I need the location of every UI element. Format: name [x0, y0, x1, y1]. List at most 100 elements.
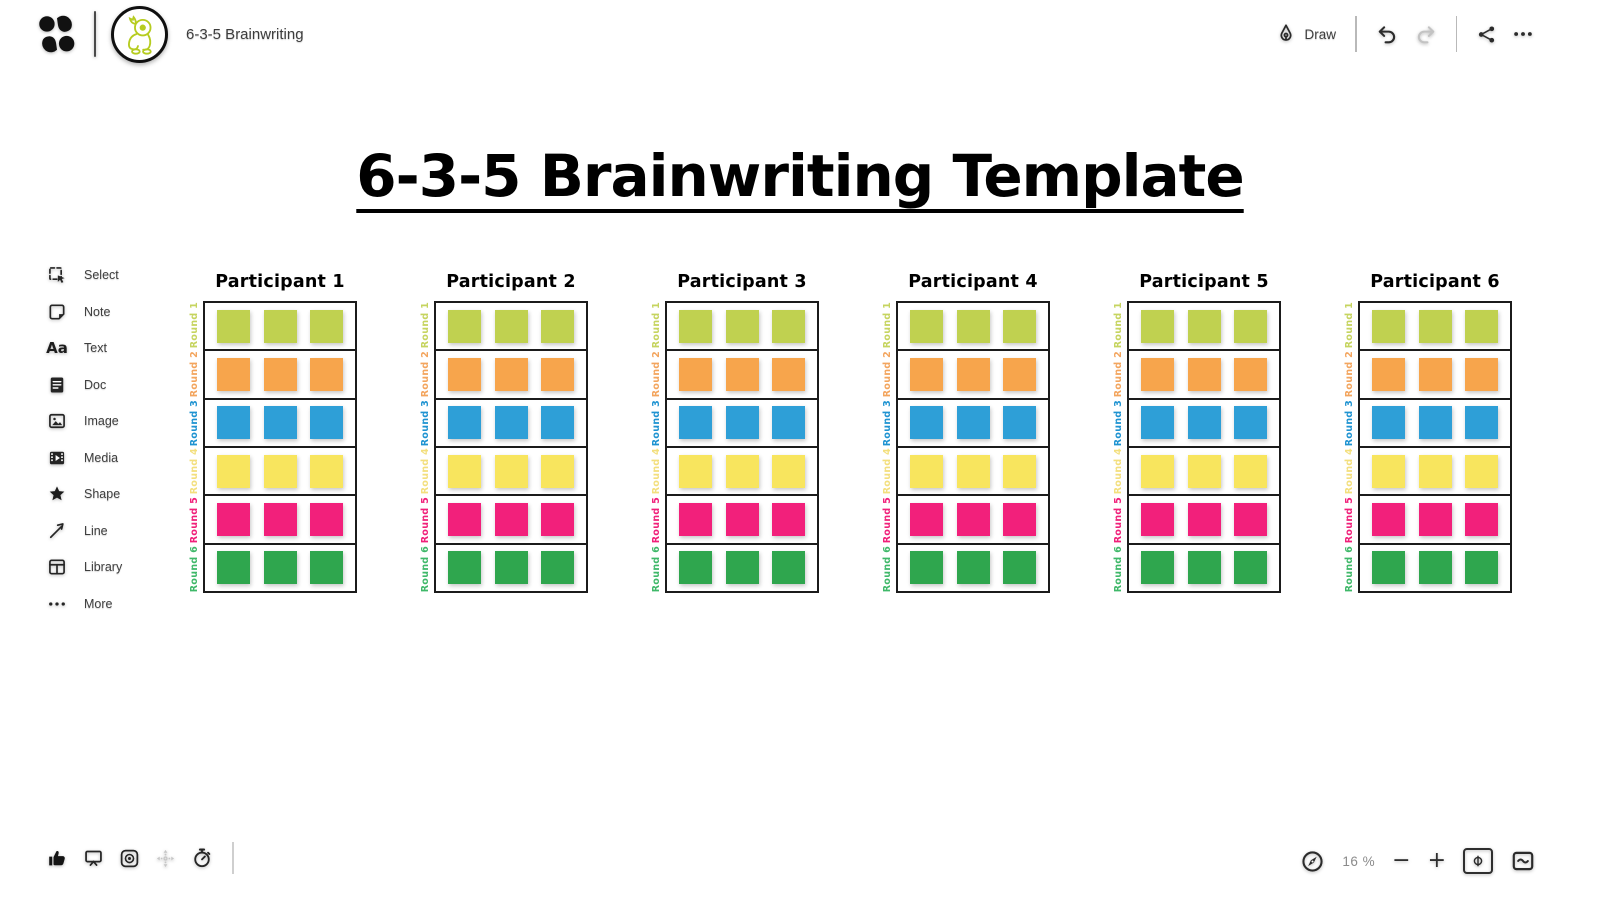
sticky-note[interactable]: [1141, 502, 1174, 536]
round-label[interactable]: Round 5: [1113, 496, 1124, 544]
sticky-note[interactable]: [1465, 551, 1498, 585]
sticky-note[interactable]: [1003, 406, 1036, 440]
draw-button[interactable]: Draw: [1275, 23, 1336, 45]
sticky-note[interactable]: [217, 551, 250, 585]
timer-icon[interactable]: [191, 847, 213, 869]
sticky-note[interactable]: [1234, 551, 1267, 585]
sticky-note[interactable]: [541, 309, 574, 343]
round-label[interactable]: Round 4: [1344, 448, 1355, 495]
sticky-note[interactable]: [1187, 454, 1221, 488]
sticky-note[interactable]: [1418, 454, 1452, 488]
sticky-note[interactable]: [1187, 551, 1221, 585]
fit-to-screen-button[interactable]: [1463, 848, 1493, 874]
round-label[interactable]: Round 3: [1113, 399, 1124, 446]
sticky-note[interactable]: [956, 309, 990, 343]
sticky-note[interactable]: [310, 454, 343, 488]
sticky-note[interactable]: [1372, 309, 1405, 343]
sticky-note[interactable]: [679, 406, 712, 440]
minimap-icon[interactable]: [1510, 848, 1536, 874]
sticky-note[interactable]: [310, 309, 343, 343]
sticky-note[interactable]: [956, 357, 990, 391]
thumbs-up-icon[interactable]: [46, 847, 68, 869]
sticky-note[interactable]: [1372, 502, 1405, 536]
sticky-note[interactable]: [772, 357, 805, 391]
sticky-note[interactable]: [310, 551, 343, 585]
sticky-note[interactable]: [910, 357, 943, 391]
sticky-note[interactable]: [772, 502, 805, 536]
sticky-note[interactable]: [1003, 551, 1036, 585]
sticky-note[interactable]: [310, 502, 343, 536]
sticky-note[interactable]: [1003, 309, 1036, 343]
sticky-note[interactable]: [263, 406, 297, 440]
sticky-note[interactable]: [310, 406, 343, 440]
round-label[interactable]: Round 6: [189, 545, 200, 592]
sticky-note[interactable]: [910, 502, 943, 536]
round-label[interactable]: Round 5: [189, 496, 200, 544]
zoom-out-button[interactable]: −: [1392, 848, 1411, 873]
participant-grid[interactable]: [665, 301, 819, 593]
sticky-note[interactable]: [956, 406, 990, 440]
round-label[interactable]: Round 2: [420, 350, 431, 398]
participant-header[interactable]: Participant 3: [677, 272, 807, 292]
sticky-note[interactable]: [1234, 406, 1267, 440]
sidebar-item-library[interactable]: Library: [46, 556, 122, 578]
sticky-note[interactable]: [541, 502, 574, 536]
round-label[interactable]: Round 5: [882, 496, 893, 544]
participant-grid[interactable]: [434, 301, 588, 593]
sticky-note[interactable]: [910, 406, 943, 440]
milanote-logo-icon[interactable]: [36, 13, 78, 55]
sticky-note[interactable]: [1234, 309, 1267, 343]
sticky-note[interactable]: [1465, 309, 1498, 343]
round-label[interactable]: Round 4: [882, 448, 893, 495]
participant-grid[interactable]: [1358, 301, 1512, 593]
round-label[interactable]: Round 3: [882, 399, 893, 446]
round-label[interactable]: Round 5: [1344, 496, 1355, 544]
participant-header[interactable]: Participant 6: [1370, 272, 1500, 292]
round-label[interactable]: Round 6: [1344, 545, 1355, 592]
round-label[interactable]: Round 4: [420, 448, 431, 495]
participant-header[interactable]: Participant 2: [446, 272, 576, 292]
sticky-note[interactable]: [263, 551, 297, 585]
sticky-note[interactable]: [1003, 357, 1036, 391]
sticky-note[interactable]: [1372, 454, 1405, 488]
sticky-note[interactable]: [310, 357, 343, 391]
sticky-note[interactable]: [910, 454, 943, 488]
more-menu-icon[interactable]: [1512, 23, 1534, 45]
zoom-in-button[interactable]: +: [1427, 848, 1446, 873]
sticky-note[interactable]: [1418, 309, 1452, 343]
sidebar-item-doc[interactable]: Doc: [46, 374, 122, 396]
sticky-note[interactable]: [263, 357, 297, 391]
participant-header[interactable]: Participant 1: [215, 272, 345, 292]
sticky-note[interactable]: [725, 454, 759, 488]
round-label[interactable]: Round 5: [420, 496, 431, 544]
sticky-note[interactable]: [1141, 309, 1174, 343]
sidebar-item-note[interactable]: Note: [46, 301, 122, 323]
sticky-note[interactable]: [1141, 551, 1174, 585]
share-icon[interactable]: [1476, 24, 1497, 45]
sticky-note[interactable]: [1234, 357, 1267, 391]
sticky-note[interactable]: [448, 551, 481, 585]
sidebar-item-shape[interactable]: Shape: [46, 483, 122, 505]
sticky-note[interactable]: [725, 309, 759, 343]
sticky-note[interactable]: [1465, 454, 1498, 488]
round-label[interactable]: Round 1: [420, 302, 431, 349]
board-title[interactable]: 6-3-5 Brainwriting: [186, 26, 304, 43]
sticky-note[interactable]: [1372, 357, 1405, 391]
participant-header[interactable]: Participant 4: [908, 272, 1038, 292]
sticky-note[interactable]: [1465, 357, 1498, 391]
round-label[interactable]: Round 6: [420, 545, 431, 592]
sticky-note[interactable]: [725, 406, 759, 440]
sidebar-item-more[interactable]: More: [46, 593, 122, 615]
sticky-note[interactable]: [494, 551, 528, 585]
sticky-note[interactable]: [1372, 551, 1405, 585]
sticky-note[interactable]: [1187, 502, 1221, 536]
sticky-note[interactable]: [1465, 406, 1498, 440]
sticky-note[interactable]: [541, 454, 574, 488]
sticky-note[interactable]: [263, 502, 297, 536]
round-label[interactable]: Round 1: [1113, 302, 1124, 349]
round-label[interactable]: Round 2: [1113, 350, 1124, 398]
round-label[interactable]: Round 3: [189, 399, 200, 446]
sidebar-item-line[interactable]: Line: [46, 520, 122, 542]
round-label[interactable]: Round 3: [651, 399, 662, 446]
sticky-note[interactable]: [772, 454, 805, 488]
